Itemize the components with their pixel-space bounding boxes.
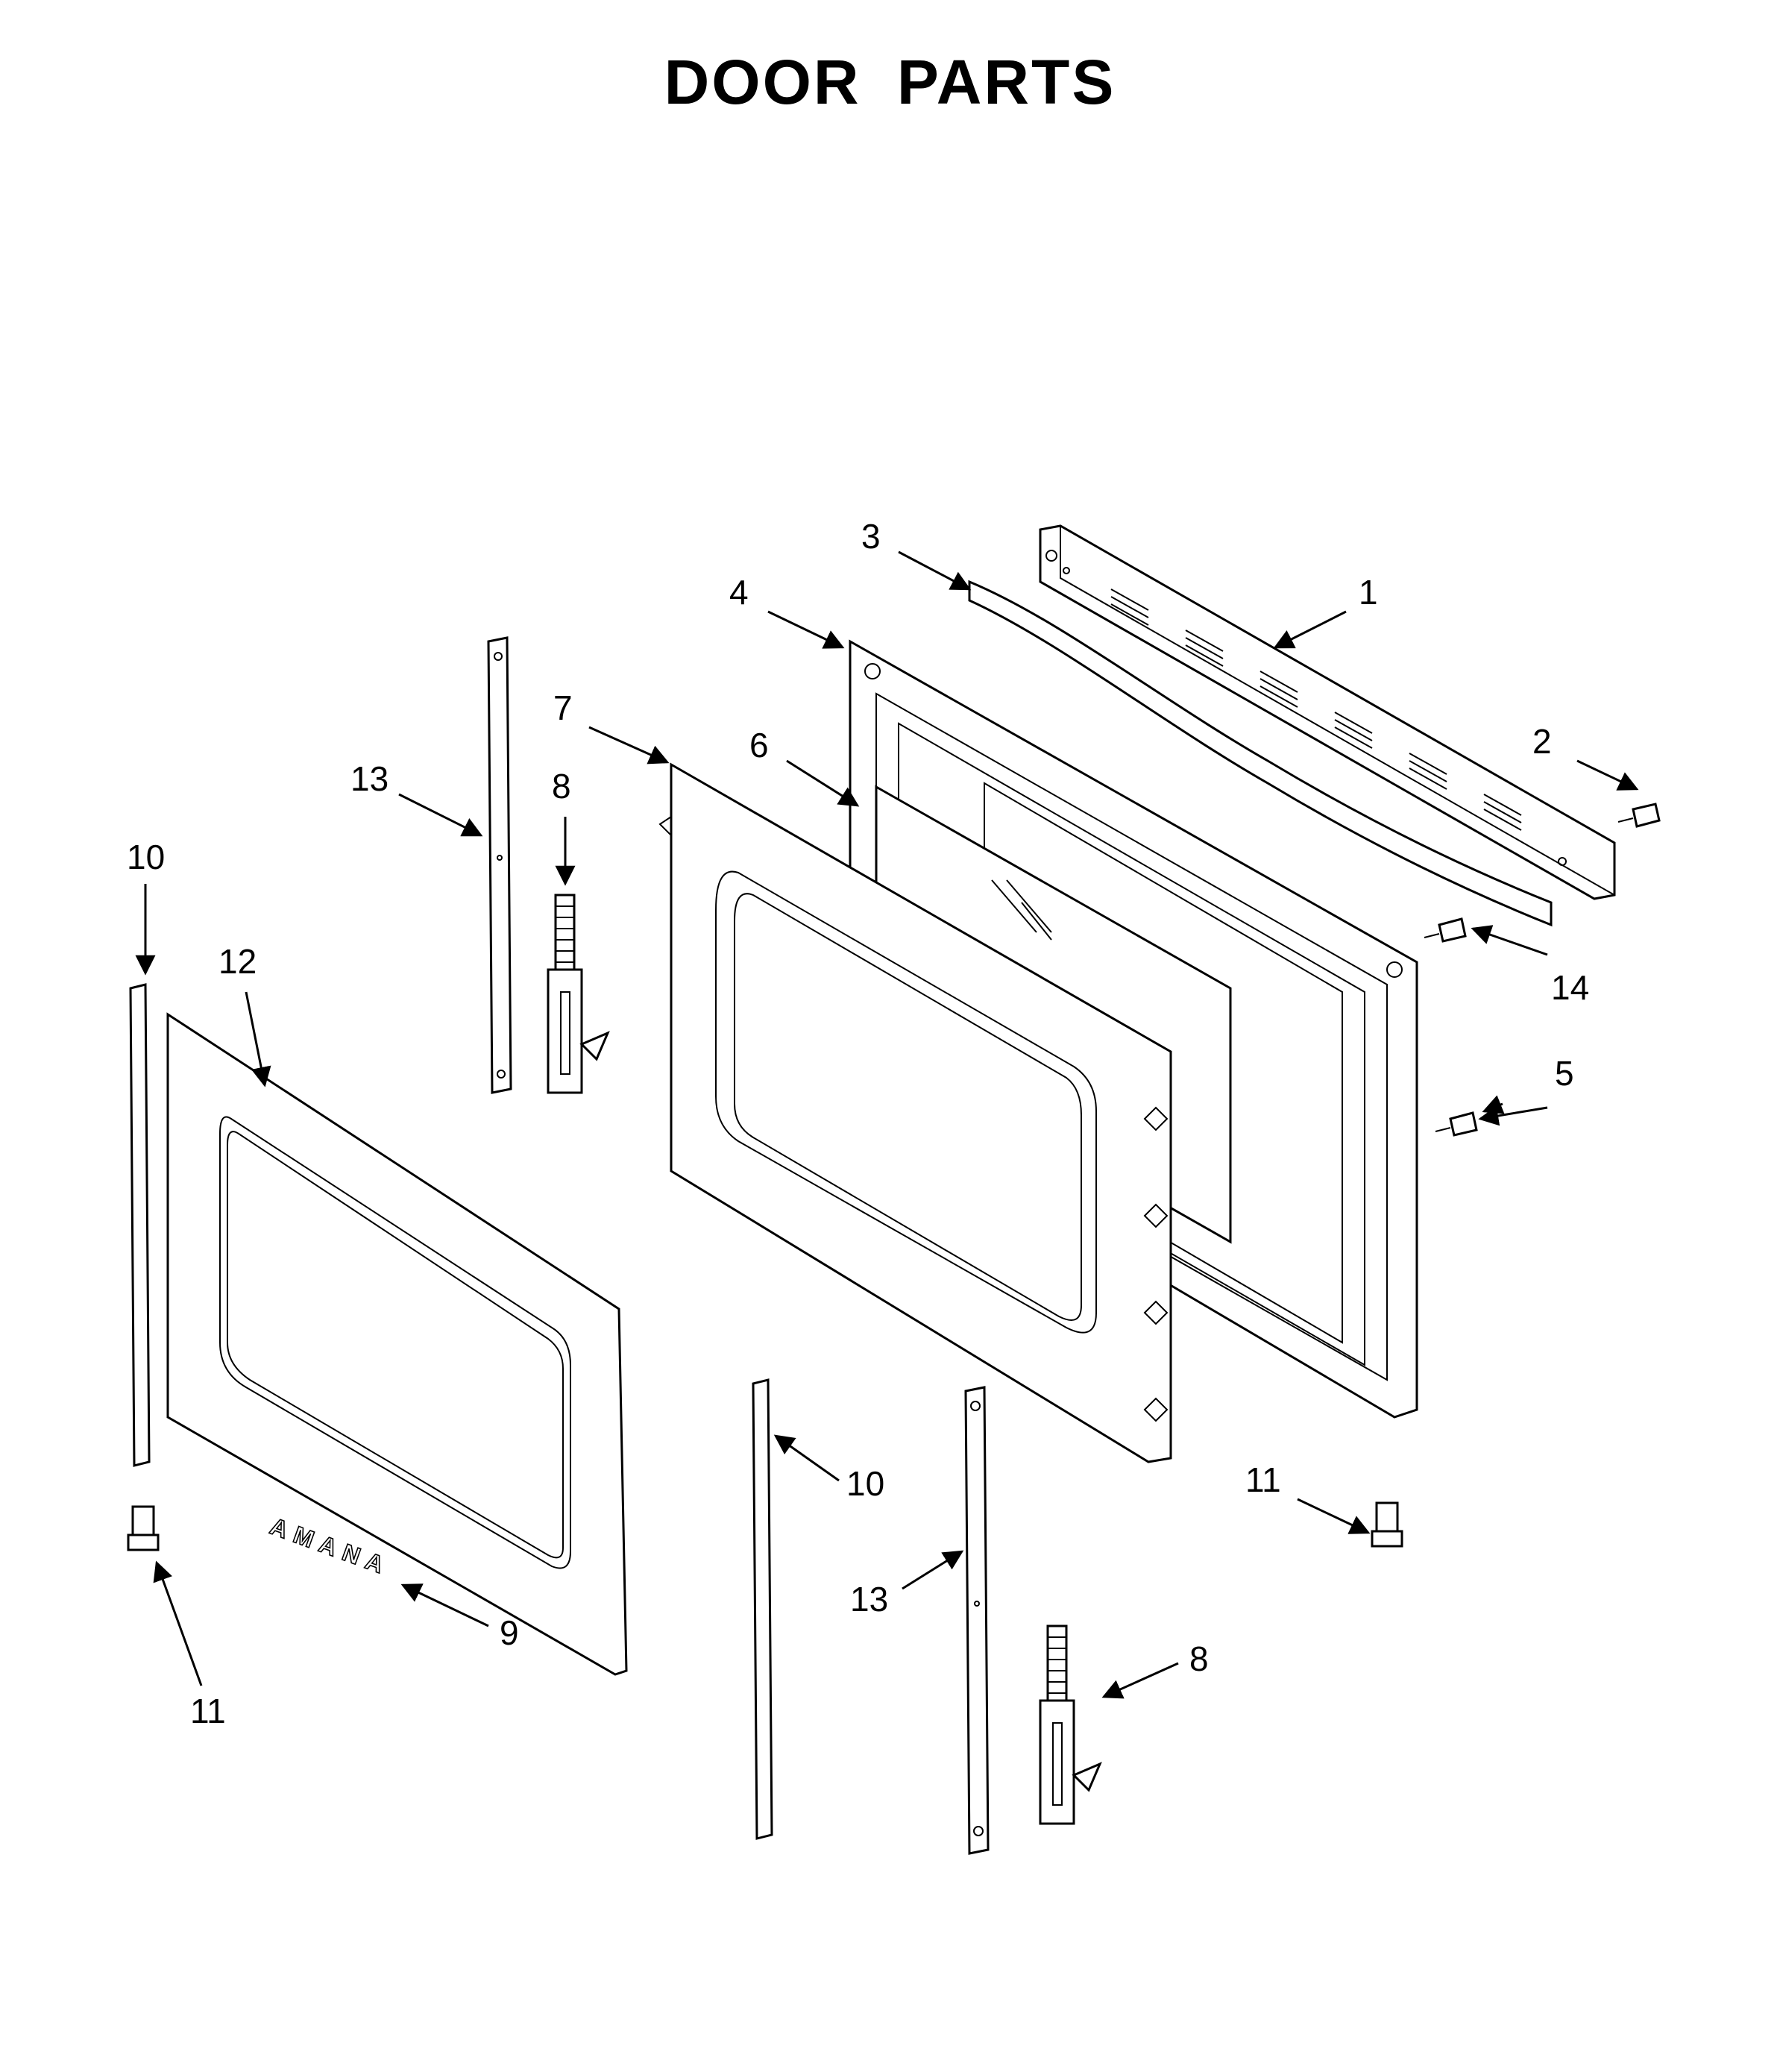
callout-6: 6 [749, 726, 769, 765]
callout-4: 4 [729, 573, 749, 612]
part-1-vent-trim [1039, 524, 1616, 900]
part-5-screw [1435, 1111, 1478, 1137]
callout-3: 3 [861, 517, 881, 556]
part-8-hinge-upper [547, 894, 610, 1094]
callout-13-upper: 13 [350, 759, 389, 798]
callout-labels: 1 2 3 4 5 6 7 8 8 9 10 10 11 11 12 13 13… [127, 517, 1589, 1730]
part-11-screw-left [127, 1505, 160, 1551]
callout-12: 12 [218, 942, 257, 981]
part-10-side-trim-left [129, 983, 151, 1467]
callout-8-upper: 8 [552, 767, 571, 806]
callout-7: 7 [553, 688, 573, 727]
callout-1: 1 [1359, 573, 1378, 612]
part-10-side-trim-bottom [752, 1378, 773, 1840]
callout-9: 9 [500, 1613, 519, 1652]
part-14-screw [1424, 917, 1467, 943]
part-13-hinge-channel-upper [487, 636, 512, 1094]
part-13-hinge-channel-lower [964, 1386, 990, 1855]
callout-10-bottom: 10 [846, 1464, 884, 1503]
callout-13-lower: 13 [850, 1580, 888, 1619]
part-8-hinge-lower [1039, 1624, 1102, 1825]
leader-lines [135, 550, 1639, 1699]
callout-5: 5 [1555, 1054, 1574, 1093]
part-3-gasket [968, 580, 1553, 927]
diagram-title: DOOR PARTS [664, 47, 1116, 117]
part-7-door-frame [658, 762, 1172, 1463]
callout-10-left: 10 [127, 838, 165, 876]
part-12-outer-door: AMANA [166, 1012, 628, 1676]
callout-11-right: 11 [1245, 1460, 1281, 1499]
callout-14: 14 [1551, 968, 1589, 1007]
part-2-screw [1617, 803, 1661, 828]
callout-2: 2 [1532, 722, 1552, 761]
part-11-screw-right [1371, 1501, 1403, 1548]
callout-8-lower: 8 [1189, 1639, 1209, 1678]
callout-11-left: 11 [190, 1692, 226, 1730]
